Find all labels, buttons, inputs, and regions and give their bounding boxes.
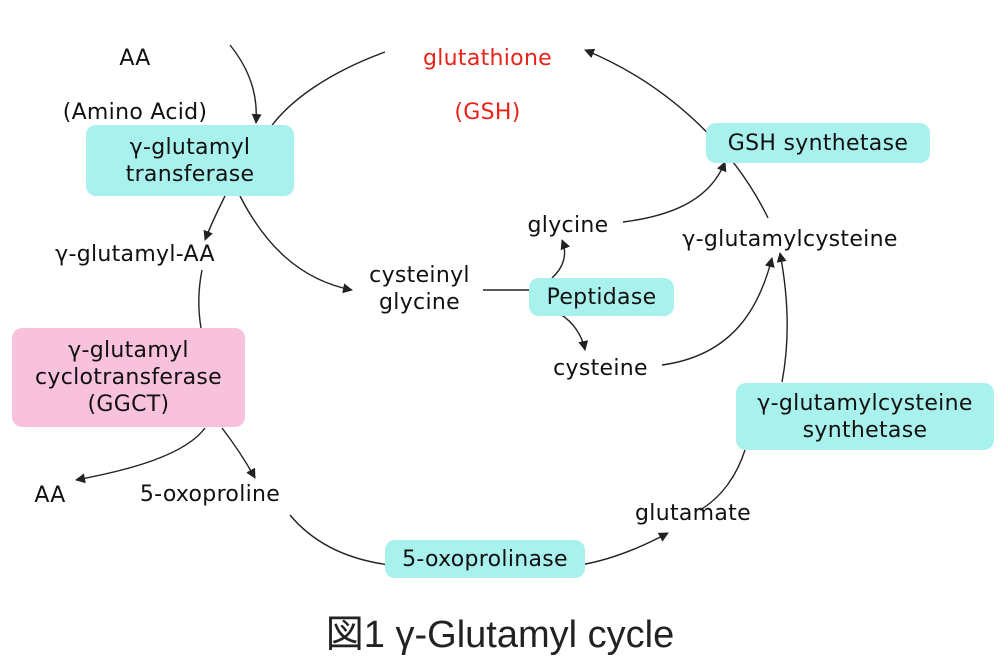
arrow-glycine-to-gshs [622, 161, 727, 223]
arc-oxoprolinase-to-glutamate [579, 532, 669, 566]
enzyme-gamma-glutamyl-transferase: γ-glutamyl transferase [86, 125, 294, 196]
arc-glutamate-to-gcs [699, 449, 746, 511]
gamma-glutamyl-aa-label: γ-glutamyl-AA [55, 242, 215, 267]
enzyme-ggct: γ-glutamyl cyclotransferase (GGCT) [12, 328, 245, 427]
arrow-transferase-to-glutamylaa [203, 195, 226, 241]
enzyme-gsh-synthetase: GSH synthetase [706, 123, 930, 163]
gamma-glutamylcysteine-label: γ-glutamylcysteine [682, 227, 898, 252]
cysteinyl-glycine-label: cysteinyl glycine [369, 263, 470, 315]
arc-oxoproline-to-oxoprolinase [289, 514, 391, 566]
glutathione-label: glutathione (GSH) [385, 18, 590, 153]
glutathione-abbr: (GSH) [454, 100, 521, 125]
glutathione-name: glutathione [422, 46, 553, 71]
arrow-peptidase-to-cysteine [559, 313, 589, 351]
arc-synthetase-to-glutathione [584, 48, 769, 219]
arrow-peptidase-to-glycine [551, 239, 570, 279]
figure-caption: 図1 γ-Glutamyl cycle [325, 614, 675, 656]
arc-glutathione-to-transferase [269, 51, 386, 129]
cycle-diagram [75, 44, 788, 566]
glycine-label: glycine [527, 213, 609, 238]
arrow-ggct-to-aa [75, 427, 206, 484]
arc-gcs-to-glutamylcysteine [776, 252, 788, 383]
arrow-cysteine-to-glutamylcysteine [661, 257, 775, 366]
arc-glutamylaa-to-ggct [198, 269, 203, 329]
glutamate-label: glutamate [635, 501, 751, 526]
enzyme-5-oxoprolinase: 5-oxoprolinase [385, 540, 585, 578]
amino-acid-input-label: AA (Amino Acid) [40, 18, 230, 153]
enzyme-gamma-glutamylcysteine-synthetase: γ-glutamylcysteine synthetase [736, 383, 994, 450]
arrow-ggct-to-oxoproline [221, 427, 256, 479]
amino-acid-full: (Amino Acid) [62, 100, 208, 125]
amino-acid-short: AA [119, 46, 151, 71]
arrow-aa-to-transferase [229, 44, 262, 124]
cysteine-label: cysteine [553, 356, 648, 381]
arrow-transferase-to-cysteinylglycine [239, 195, 353, 294]
aa-output-label: AA [34, 483, 66, 508]
enzyme-peptidase: Peptidase [529, 278, 674, 316]
5-oxoproline-label: 5-oxoproline [139, 482, 281, 507]
